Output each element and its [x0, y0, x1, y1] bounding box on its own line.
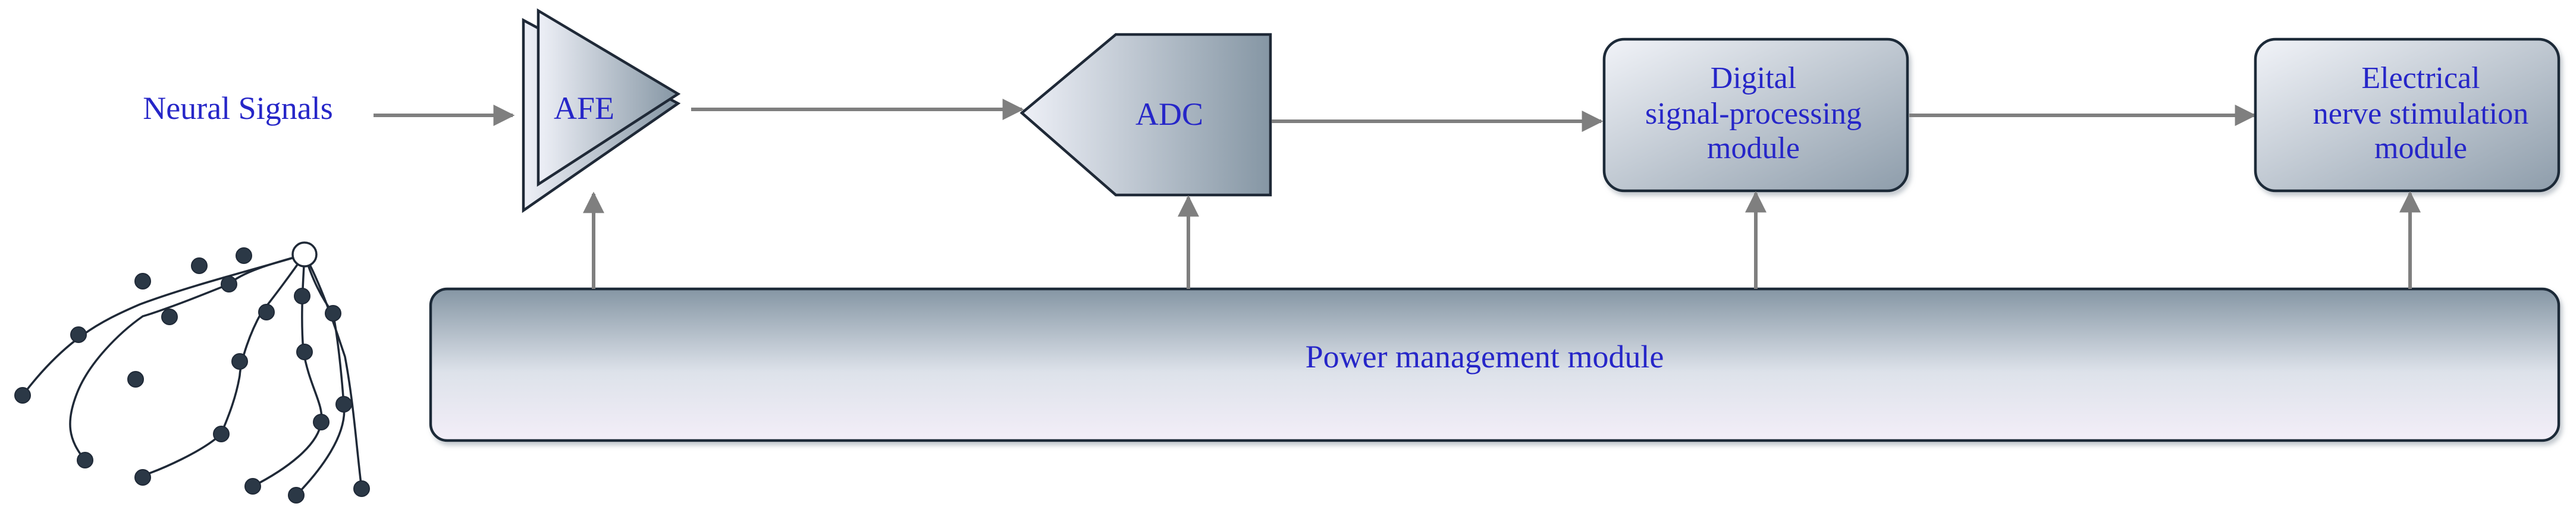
adc-block: ADC [1019, 33, 1272, 197]
power-management-label: Power management module [1306, 339, 1664, 375]
stim-label-line2: nerve stimulation [2313, 97, 2528, 131]
dsp-label-line2: signal-processing [1645, 97, 1862, 131]
stim-label-line3: module [2374, 131, 2467, 165]
neuron-soma [291, 241, 318, 268]
afe-label: AFE [554, 90, 614, 126]
dsp-module-block: Digital signal-processing module [1602, 37, 1909, 193]
nerve-stimulation-module-block: Electrical nerve stimulation module [2254, 37, 2561, 193]
dsp-label-line1: Digital [1711, 61, 1796, 95]
afe-block: AFE [522, 8, 681, 213]
neuron-tree-icon [14, 241, 370, 504]
neural-signals-label: Neural Signals [143, 90, 332, 126]
dsp-label-line3: module [1707, 131, 1800, 165]
adc-label: ADC [1135, 96, 1203, 132]
stim-label-line1: Electrical [2361, 61, 2480, 95]
power-management-block: Power management module [429, 287, 2561, 442]
